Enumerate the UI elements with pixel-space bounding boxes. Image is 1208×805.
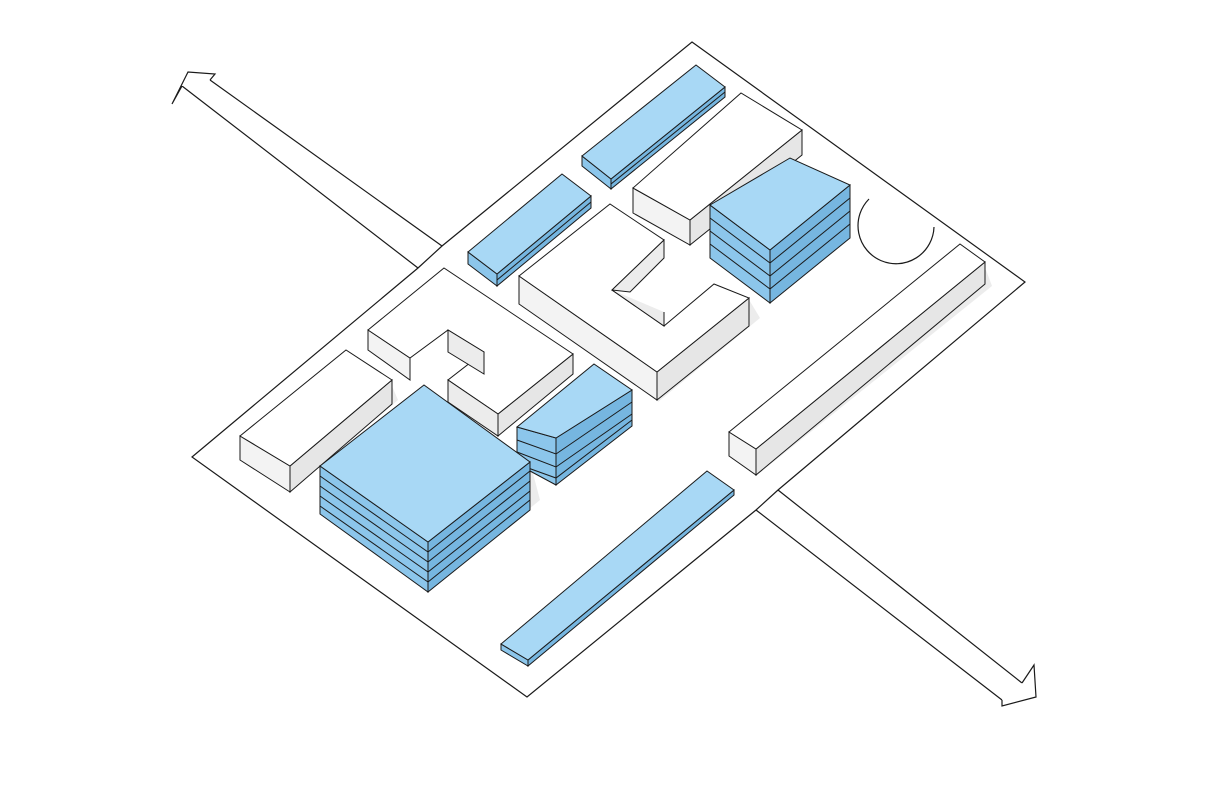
white-bar-east-long — [728, 243, 986, 477]
white-bar-west — [239, 349, 393, 494]
roundabout — [857, 198, 935, 265]
blue-tower-northeast-top — [709, 157, 851, 251]
road-southeast — [755, 489, 1037, 707]
white-block-northeast-top — [632, 92, 803, 221]
road-northwest-edges — [181, 79, 443, 269]
arrow-icon — [171, 71, 217, 105]
road-southeast-edges — [755, 489, 1023, 701]
blue-slab-north-floorline — [610, 91, 726, 185]
blue-tower-southwest-large — [319, 384, 531, 594]
blue-slab-south-long — [500, 470, 735, 668]
blue-slab-north-top — [581, 64, 726, 180]
blue-tower-center-small — [515, 363, 633, 487]
white-courtyard-block-west — [367, 267, 574, 438]
white-bar-east-long-top — [728, 243, 986, 450]
white-courtyard-block-west-inner — [447, 329, 499, 437]
blue-slab-south-long-top — [500, 470, 735, 661]
white-courtyard-block-center — [518, 203, 750, 402]
blue-slab-northwest — [467, 173, 592, 288]
arrow-icon — [1001, 663, 1037, 707]
white-bar-west-top — [239, 349, 393, 467]
blue-slab-north — [581, 64, 726, 191]
blue-tower-center-small-top — [515, 363, 633, 439]
white-courtyard-block-center-inner — [610, 238, 665, 327]
blue-tower-southwest-large-top — [319, 384, 531, 543]
blue-slab-northwest-floorline — [496, 201, 592, 281]
blue-tower-northeast-floorlines — [709, 197, 851, 290]
blue-tower-northeast — [709, 157, 851, 305]
blue-slab-northwest-top — [467, 173, 592, 275]
blue-tower-southwest-large-floorlines — [319, 470, 531, 583]
road-northwest — [171, 71, 443, 269]
